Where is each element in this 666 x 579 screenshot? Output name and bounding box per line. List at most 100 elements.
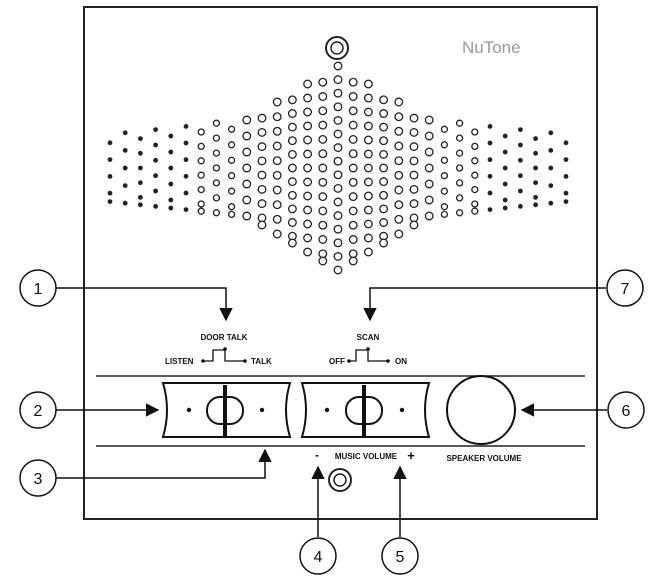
grille-hole xyxy=(348,120,358,130)
grille-hole xyxy=(287,204,297,214)
grille-hole xyxy=(440,210,449,219)
grille-hole xyxy=(363,149,373,159)
grille-hole xyxy=(409,220,419,230)
grille-hole xyxy=(303,247,313,257)
grille-hole xyxy=(533,180,538,186)
grille-hole xyxy=(318,149,328,159)
grille-hole xyxy=(318,256,328,266)
grille-hole xyxy=(212,194,221,202)
grille-hole xyxy=(318,249,328,259)
grille-hole xyxy=(379,218,389,227)
grille-hole xyxy=(548,130,554,136)
grille-hole xyxy=(227,141,236,149)
grille-hole xyxy=(455,179,464,187)
scan-off-label: OFF xyxy=(329,357,345,366)
grille-hole xyxy=(533,165,538,171)
grille-hole xyxy=(409,127,419,137)
grille-hole xyxy=(379,109,389,118)
grille-hole xyxy=(363,191,373,201)
grille-hole xyxy=(197,207,205,215)
grille-hole xyxy=(153,188,158,194)
grille-hole xyxy=(424,179,434,189)
grille-hole xyxy=(153,142,158,148)
grille-hole xyxy=(242,195,252,205)
svg-text:3: 3 xyxy=(34,471,43,488)
grille-hole xyxy=(257,184,267,194)
grille-hole xyxy=(394,229,404,239)
grille-hole xyxy=(227,156,236,164)
grille-hole xyxy=(257,156,267,166)
grille-hole xyxy=(455,134,464,142)
grille-hole xyxy=(363,205,373,215)
svg-text:1: 1 xyxy=(34,281,43,298)
callout-1: 1 xyxy=(19,269,57,307)
grille-hole xyxy=(455,164,464,172)
grille-hole xyxy=(227,203,236,211)
grille-hole xyxy=(168,181,174,187)
speaker-volume-knob[interactable] xyxy=(446,375,516,445)
svg-text:2: 2 xyxy=(34,403,43,420)
grille-hole xyxy=(563,173,569,179)
grille-hole xyxy=(137,194,143,200)
music-volume-slider[interactable] xyxy=(300,382,431,438)
grille-hole xyxy=(287,190,297,200)
grille-hole xyxy=(272,200,282,210)
grille-hole xyxy=(394,141,404,151)
grille-hole xyxy=(183,173,189,179)
grille-hole xyxy=(122,200,128,206)
grille-hole xyxy=(440,172,449,180)
music-volume-slider-knob[interactable] xyxy=(362,385,366,436)
grille-hole xyxy=(409,184,419,194)
grille-hole xyxy=(563,199,569,204)
grille-hole xyxy=(107,157,113,162)
grille-hole xyxy=(333,238,343,248)
speaker-grille xyxy=(107,61,569,275)
grille-hole xyxy=(518,188,523,194)
grille-hole xyxy=(272,185,282,195)
grille-hole xyxy=(440,141,449,149)
grille-hole xyxy=(107,190,113,196)
grille-hole xyxy=(287,122,297,132)
grille-hole xyxy=(257,142,267,152)
grille-hole xyxy=(348,106,358,116)
music-volume-legend: - MUSIC VOLUME + xyxy=(315,448,415,463)
grille-hole xyxy=(242,131,252,141)
grille-hole xyxy=(137,180,143,186)
grille-hole xyxy=(348,249,358,259)
grille-hole xyxy=(471,207,479,215)
grille-hole xyxy=(168,149,174,155)
grille-hole xyxy=(533,202,538,208)
grille-hole xyxy=(168,205,174,211)
grille-hole xyxy=(471,128,479,136)
music-volume-minus: - xyxy=(315,448,319,462)
grille-hole xyxy=(107,173,113,179)
door-talk-talk-label: TALK xyxy=(251,357,272,366)
grille-hole xyxy=(379,190,389,200)
door-talk-switch[interactable] xyxy=(161,382,292,438)
grille-hole xyxy=(394,126,404,136)
grille-hole xyxy=(518,173,523,179)
grille-hole xyxy=(471,185,479,194)
grille-hole xyxy=(518,203,523,209)
grille-hole xyxy=(272,112,282,122)
grille-hole xyxy=(348,192,358,202)
grille-hole xyxy=(122,165,128,171)
grille-hole xyxy=(409,199,419,209)
grille-hole xyxy=(227,125,236,133)
grille-hole xyxy=(471,142,479,151)
grille-hole xyxy=(379,136,389,146)
grille-hole xyxy=(487,140,493,146)
grille-hole xyxy=(487,207,493,212)
grille-hole xyxy=(183,157,189,163)
scan-title: SCAN xyxy=(357,333,380,342)
grille-hole xyxy=(424,195,434,205)
grille-hole xyxy=(533,136,538,141)
grille-hole xyxy=(424,163,434,173)
door-talk-switch-knob[interactable] xyxy=(223,385,227,436)
grille-hole xyxy=(272,97,282,107)
grille-hole xyxy=(348,77,358,87)
grille-hole xyxy=(122,183,128,188)
grille-hole xyxy=(333,197,343,207)
grille-hole xyxy=(318,134,328,144)
svg-text:4: 4 xyxy=(314,549,323,566)
